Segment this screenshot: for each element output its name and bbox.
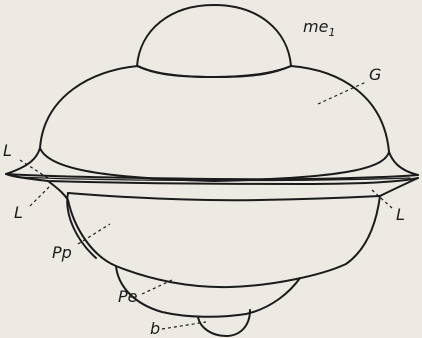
L-lower-left-leader bbox=[29, 185, 51, 207]
basal-knob-outline bbox=[197, 309, 251, 337]
upper-band-right bbox=[388, 151, 419, 176]
equatorial-rim-bottom bbox=[5, 173, 419, 185]
equatorial-rim-line bbox=[15, 176, 411, 182]
Pe-label: Pe bbox=[118, 287, 138, 306]
equatorial-rim-top bbox=[5, 173, 419, 181]
lower-body-outline bbox=[67, 195, 381, 289]
lower-band-right bbox=[379, 177, 419, 197]
G-label: G bbox=[369, 65, 381, 84]
lower-band-inner bbox=[67, 192, 381, 202]
Pp-label: Pp bbox=[52, 243, 72, 262]
upper-band-outline bbox=[5, 147, 41, 175]
L-upper-label: L bbox=[3, 141, 12, 160]
upper-body-outline bbox=[39, 65, 390, 182]
lower-dome-outline bbox=[115, 265, 301, 318]
apical-dome-outline bbox=[136, 4, 292, 78]
me1-label: me1 bbox=[303, 17, 335, 39]
L-right-leader bbox=[371, 189, 393, 209]
b-leader bbox=[161, 321, 207, 330]
L-right-label: L bbox=[396, 205, 405, 224]
Pp-leader bbox=[77, 223, 111, 245]
b-label: b bbox=[150, 319, 160, 338]
G-leader bbox=[317, 81, 367, 105]
L-lower-left-label: L bbox=[14, 203, 23, 222]
lower-body-left-edge bbox=[66, 192, 97, 259]
lower-band-outline bbox=[47, 180, 69, 201]
